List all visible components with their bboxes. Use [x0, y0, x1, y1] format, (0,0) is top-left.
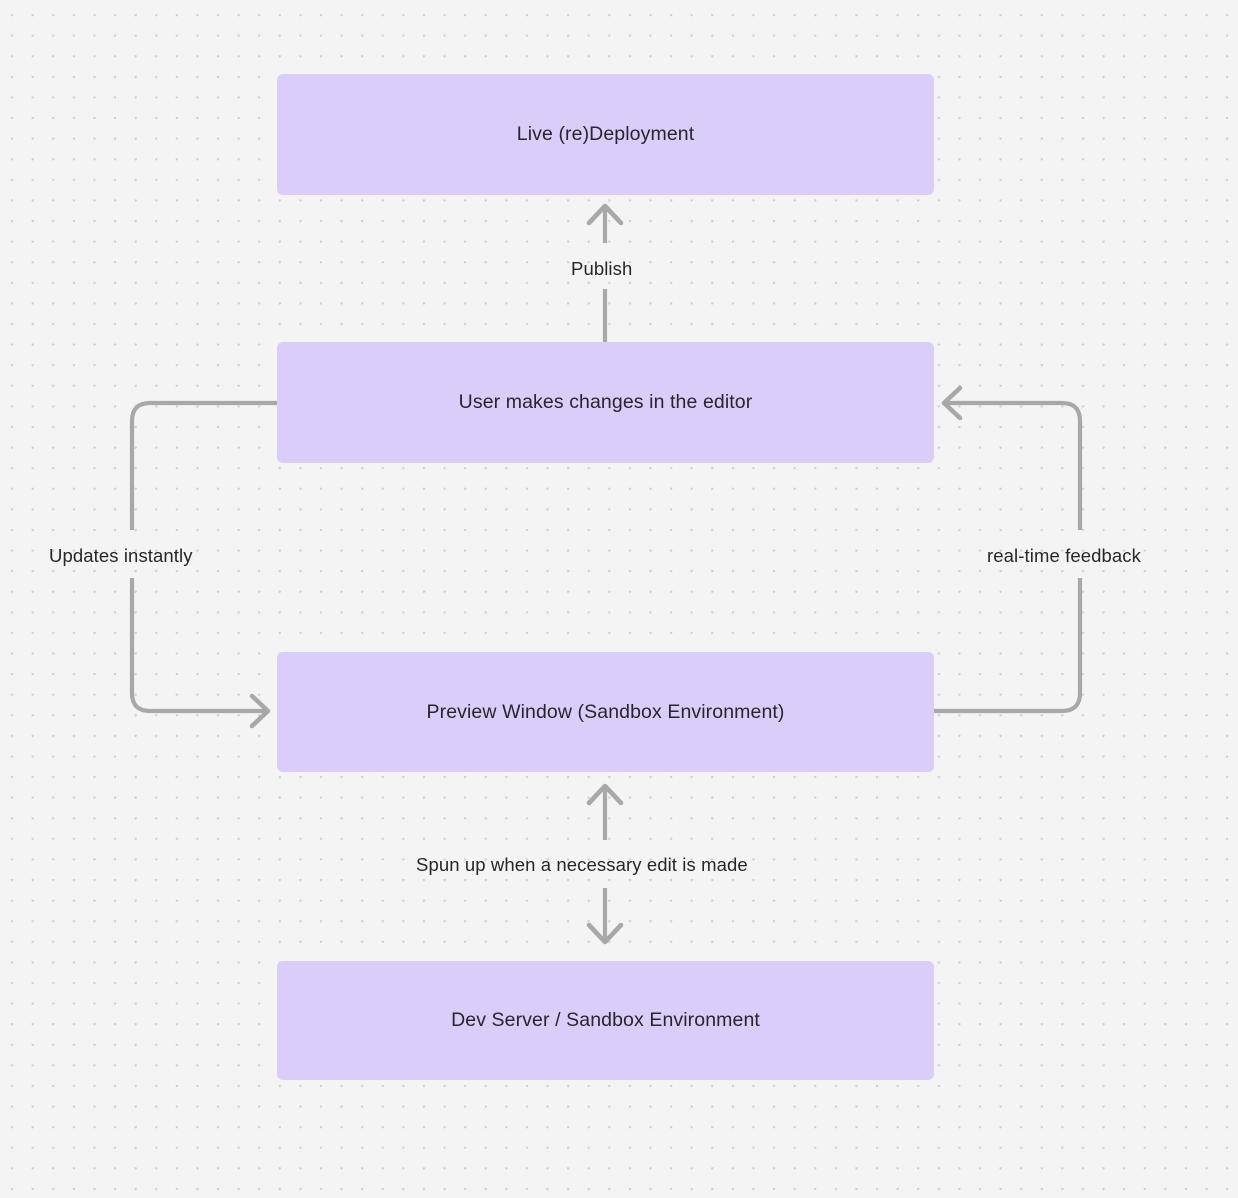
edge-label-real-time-feedback: real-time feedback [987, 545, 1141, 566]
edge-updates-lower-segment [129, 578, 266, 714]
edge-feedback-upper-segment [946, 400, 1083, 530]
edge-spunup-arrowhead-down [586, 922, 624, 945]
node-user-edits-label: User makes changes in the editor [458, 391, 753, 414]
edge-label-spun-up: Spun up when a necessary edit is made [416, 854, 748, 875]
edge-label-updates-instantly: Updates instantly [49, 545, 193, 566]
edge-updates-upper-segment [129, 400, 277, 530]
node-live-deployment-label: Live (re)Deployment [516, 123, 695, 146]
edge-label-publish: Publish [571, 258, 633, 279]
edge-updates-arrowhead [249, 693, 271, 729]
node-dev-server[interactable]: Dev Server / Sandbox Environment [277, 961, 934, 1080]
node-preview-window-label: Preview Window (Sandbox Environment) [426, 700, 785, 723]
edge-publish-arrowhead [586, 203, 624, 226]
node-dev-server-label: Dev Server / Sandbox Environment [451, 1009, 760, 1032]
node-user-edits[interactable]: User makes changes in the editor [277, 342, 934, 463]
edge-feedback-lower-segment [934, 578, 1083, 714]
edge-feedback-arrowhead [941, 385, 963, 421]
node-live-deployment[interactable]: Live (re)Deployment [277, 74, 934, 195]
node-preview-window[interactable]: Preview Window (Sandbox Environment) [277, 652, 934, 772]
edge-spunup-arrowhead-up [586, 783, 624, 806]
